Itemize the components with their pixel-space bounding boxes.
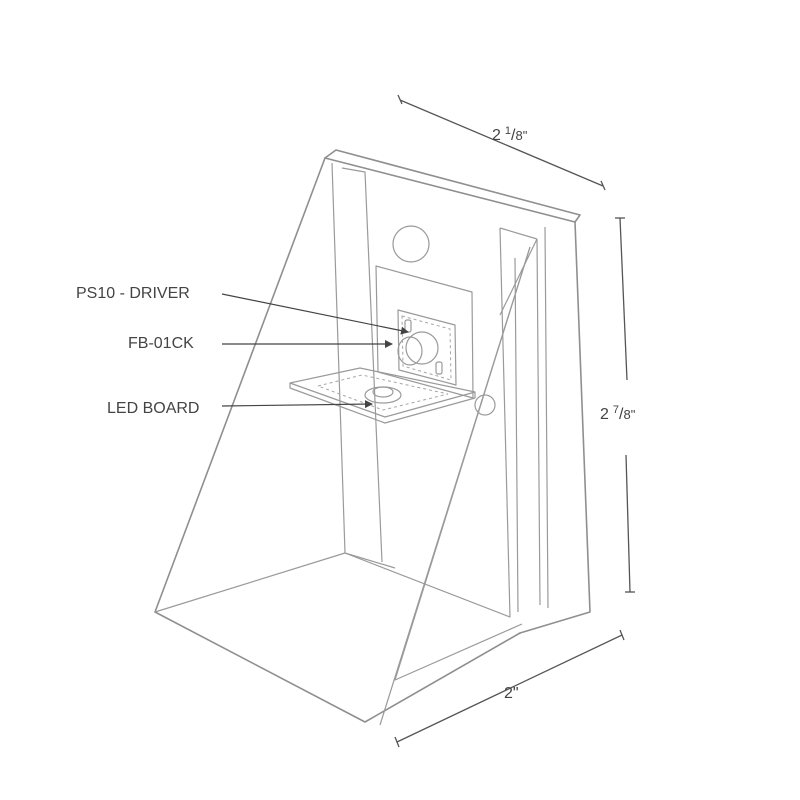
callout-fb: FB-01CK	[128, 335, 194, 352]
back-plate	[331, 162, 538, 618]
hinge-knob	[474, 394, 496, 416]
height-denominator: 8"	[623, 407, 635, 422]
height-slash: /	[619, 406, 624, 423]
leader-led-board	[221, 400, 373, 409]
width-numerator: 1	[505, 125, 511, 137]
inner-wedge	[379, 246, 531, 726]
knockout-hole	[392, 225, 430, 263]
led-board	[289, 367, 476, 424]
dimension-depth-line	[394, 629, 625, 748]
height-whole: 2	[600, 406, 609, 423]
width-whole: 2	[492, 127, 501, 144]
mounting-bracket	[397, 309, 457, 386]
housing-outline	[154, 149, 591, 723]
leader-driver	[221, 293, 409, 335]
dimension-height-line	[615, 217, 635, 593]
dimension-width-line	[397, 94, 606, 191]
width-slash: /	[511, 127, 516, 144]
width-denominator: 8"	[515, 128, 527, 143]
height-numerator: 7	[613, 404, 619, 416]
callout-driver: PS10 - DRIVER	[76, 285, 190, 302]
front-frame	[499, 226, 549, 613]
housing-floor	[154, 552, 396, 613]
depth-dimension-label: 2"	[504, 685, 519, 702]
callout-led-board: LED BOARD	[107, 400, 199, 417]
